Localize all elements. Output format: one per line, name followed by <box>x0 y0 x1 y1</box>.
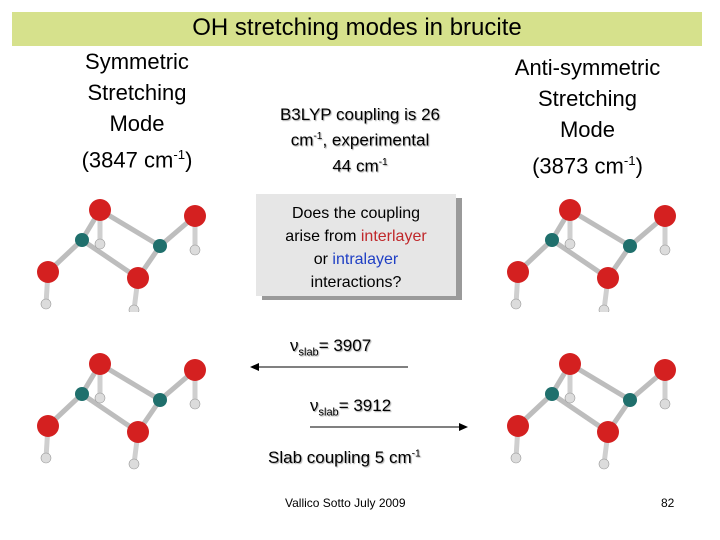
magnesium-atom <box>623 239 637 253</box>
magnesium-atom <box>623 393 637 407</box>
magnesium-atom <box>153 393 167 407</box>
oxygen-atom <box>559 199 581 221</box>
bond <box>550 391 610 435</box>
molecule-panel-sym-top <box>30 182 216 316</box>
bond <box>550 237 610 281</box>
oxygen-atom <box>37 261 59 283</box>
bond <box>80 237 140 281</box>
title-bar <box>12 12 702 46</box>
symmetric-frequency: (3847 cm-1) <box>81 147 193 173</box>
footer-text: Vallico Sotto July 2009 <box>285 496 406 510</box>
symmetric-line2: Stretching <box>87 80 187 105</box>
magnesium-atom <box>153 239 167 253</box>
bond <box>568 207 632 249</box>
nu-slab-3912: νslab= 3912 <box>310 396 392 419</box>
hydrogen-atom <box>598 304 610 316</box>
symmetric-line1: Symmetric <box>85 49 189 74</box>
brucite-structure-image <box>37 199 206 316</box>
oxygen-atom <box>654 205 676 227</box>
oxygen-atom <box>127 421 149 443</box>
b3lyp-coupling-note: B3LYP coupling is 26 cm-1, experimental … <box>279 105 441 176</box>
molecule-panel-anti-bottom <box>500 318 686 490</box>
antisymmetric-mode-label: Anti-symmetric Stretching Mode (3873 cm-… <box>500 52 675 181</box>
antisymmetric-line1: Anti-symmetric <box>514 55 661 80</box>
oxygen-atom <box>654 359 676 381</box>
hydrogen-atom <box>128 458 140 470</box>
brucite-structure-image <box>37 353 206 470</box>
hydrogen-atom <box>564 238 576 250</box>
molecule-panel-anti-top <box>500 182 686 316</box>
left-arrow-icon <box>250 363 408 371</box>
symmetric-line3: Mode <box>109 111 165 136</box>
hydrogen-atom <box>510 298 522 310</box>
oxygen-atom <box>184 205 206 227</box>
hydrogen-atom <box>94 392 106 404</box>
oxygen-atom <box>597 421 619 443</box>
brucite-structure-image <box>507 353 676 470</box>
interlayer-word: interlayer <box>360 228 427 245</box>
question-box <box>256 194 456 296</box>
magnesium-atom <box>545 387 559 401</box>
bond <box>80 391 140 435</box>
oxygen-atom <box>597 267 619 289</box>
hydrogen-atom <box>94 238 106 250</box>
slab-coupling-text: Slab coupling 5 cm-1 <box>268 448 421 467</box>
slide-title: OH stretching modes in brucite <box>192 14 522 41</box>
hydrogen-atom <box>189 398 201 410</box>
hydrogen-atom <box>189 244 201 256</box>
hydrogen-atom <box>40 298 52 310</box>
hydrogen-atom <box>598 458 610 470</box>
hydrogen-atom <box>40 452 52 464</box>
oxygen-atom <box>559 353 581 375</box>
brucite-structure-image <box>507 199 676 316</box>
oxygen-atom <box>89 199 111 221</box>
antisymmetric-line2: Stretching <box>537 86 638 111</box>
page-number: 82 <box>661 496 675 510</box>
magnesium-atom <box>545 233 559 247</box>
oxygen-atom <box>184 359 206 381</box>
oxygen-atom <box>37 415 59 437</box>
nu-slab-3907: νslab= 3907 <box>290 336 372 359</box>
hydrogen-atom <box>564 392 576 404</box>
bond <box>568 361 632 403</box>
oxygen-atom <box>127 267 149 289</box>
bond <box>98 207 162 249</box>
antisymmetric-frequency: (3873 cm-1) <box>532 153 643 179</box>
intralayer-word: intralayer <box>332 251 399 268</box>
magnesium-atom <box>75 387 89 401</box>
oxygen-atom <box>507 261 529 283</box>
hydrogen-atom <box>659 398 671 410</box>
oxygen-atom <box>507 415 529 437</box>
question-text: Does the coupling arise from interlayer … <box>285 205 427 291</box>
magnesium-atom <box>75 233 89 247</box>
hydrogen-atom <box>510 452 522 464</box>
molecule-panel-sym-bottom <box>30 318 216 490</box>
hydrogen-atom <box>128 304 140 316</box>
hydrogen-atom <box>659 244 671 256</box>
antisymmetric-line3: Mode <box>559 117 616 142</box>
bond <box>98 361 162 403</box>
right-arrow-icon <box>310 423 468 431</box>
symmetric-mode-label: Symmetric Stretching Mode (3847 cm-1) <box>62 46 212 175</box>
oxygen-atom <box>89 353 111 375</box>
